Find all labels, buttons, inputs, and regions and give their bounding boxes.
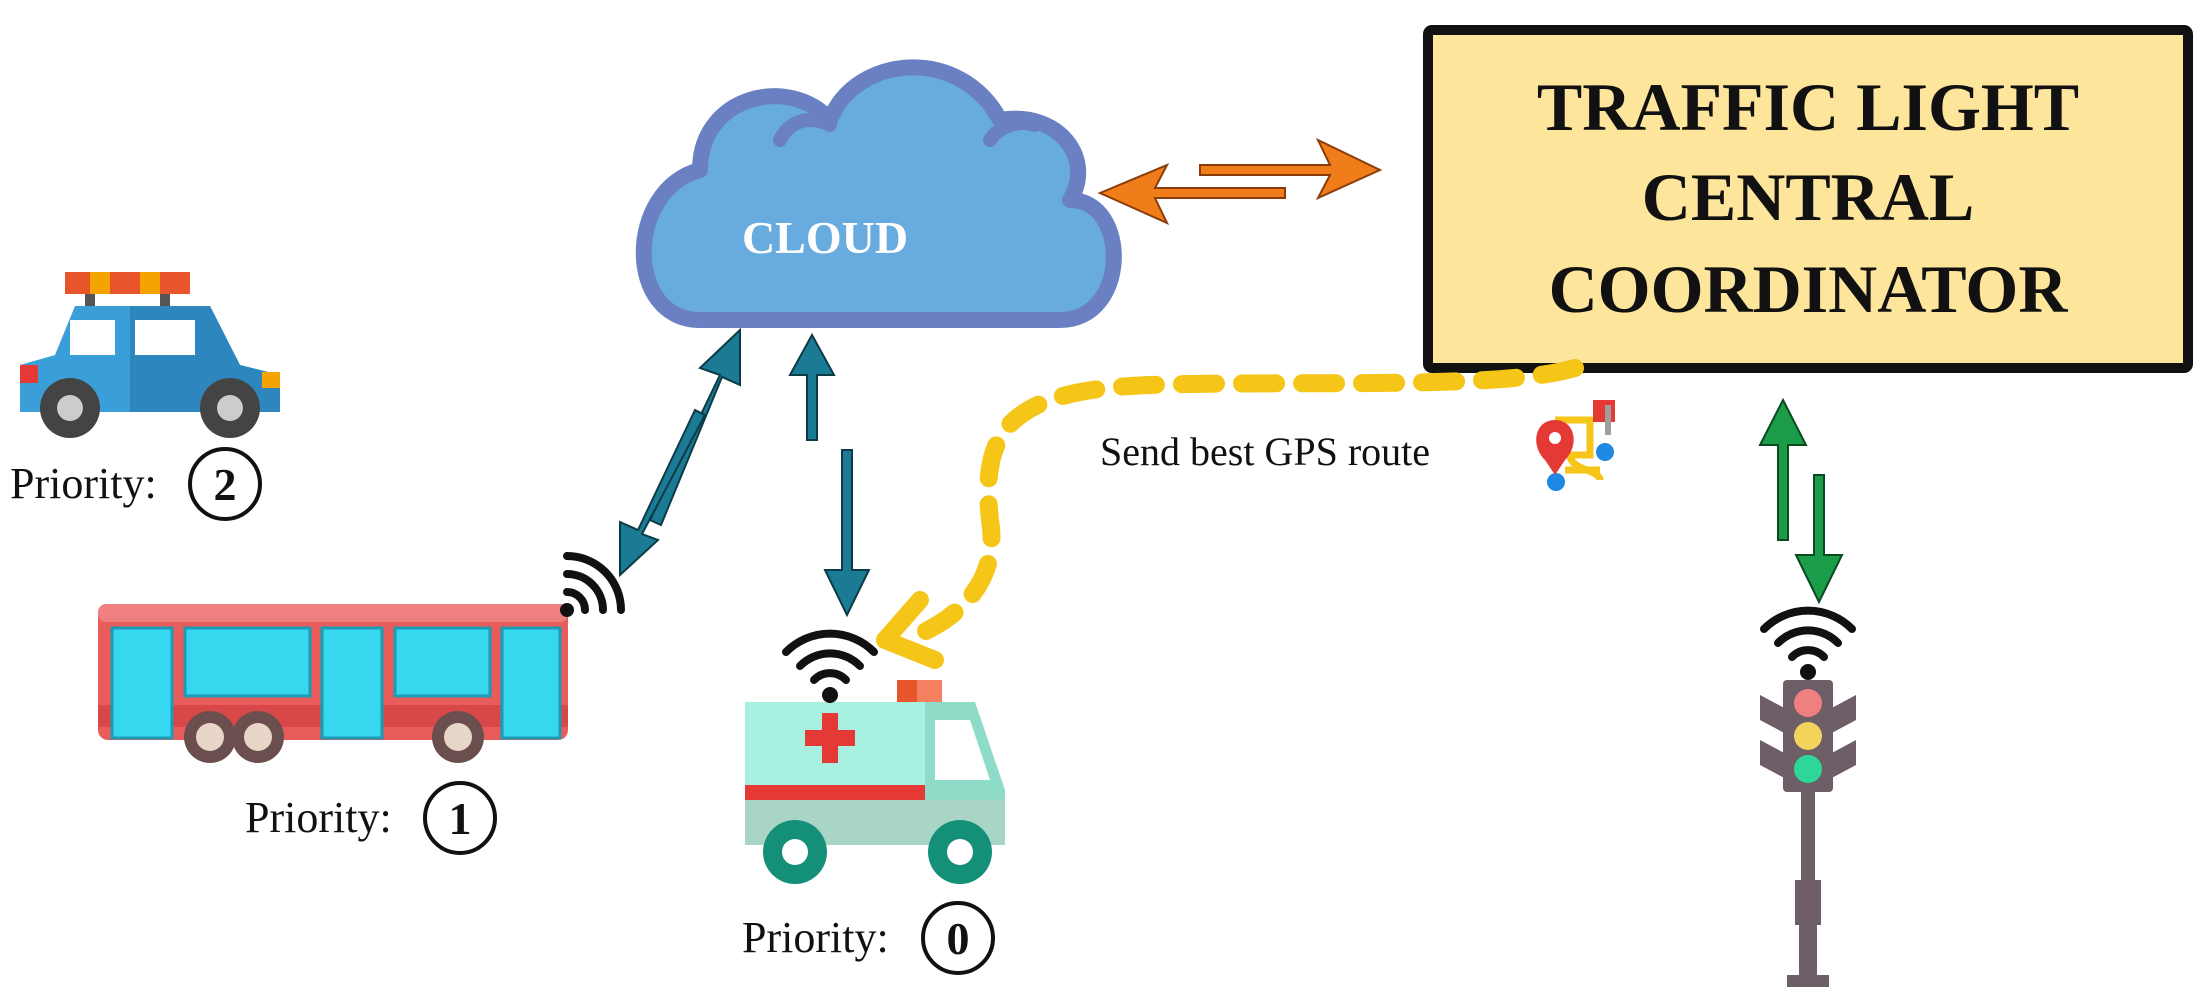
gps-route-icon: [1536, 400, 1615, 491]
bus-priority-value: 1: [449, 793, 472, 844]
coordinator-title-line3: COORDINATOR: [1549, 251, 2069, 327]
traffic-light-icon: [1760, 680, 1856, 987]
coordinator-title-line2: CENTRAL: [1642, 159, 1975, 235]
coordinator-box: [1423, 25, 2193, 373]
bus-priority-label: Priority:: [245, 793, 392, 842]
police-priority-badge: [188, 447, 262, 521]
cloud-label: CLOUD: [742, 212, 908, 263]
cloud-ambulance-arrow: [788, 332, 871, 618]
gps-route-label: Send best GPS route: [1100, 429, 1430, 474]
ambulance-priority-badge: [921, 901, 995, 975]
coordinator-trafficlight-arrow: [1758, 397, 1844, 605]
ambulance-wifi-icon: [782, 629, 878, 703]
ambulance-priority-label: Priority:: [742, 913, 889, 962]
bus-icon: [98, 604, 568, 763]
cloud-coordinator-arrow: [1097, 137, 1383, 226]
police-priority-label: Priority:: [10, 459, 157, 508]
bus-priority-badge: [423, 781, 497, 855]
cloud-icon: [635, 59, 1122, 328]
traffic-light-wifi-icon: [1760, 606, 1856, 680]
ambulance-icon: [745, 680, 1005, 884]
police-priority-value: 2: [214, 459, 237, 510]
cloud-bus-arrow: [619, 327, 741, 578]
police-car-icon: [20, 272, 280, 438]
bus-wifi-icon: [560, 552, 625, 617]
gps-route-path: [876, 359, 1584, 669]
ambulance-priority-value: 0: [947, 913, 970, 964]
coordinator-title-line1: TRAFFIC LIGHT: [1537, 69, 2079, 145]
